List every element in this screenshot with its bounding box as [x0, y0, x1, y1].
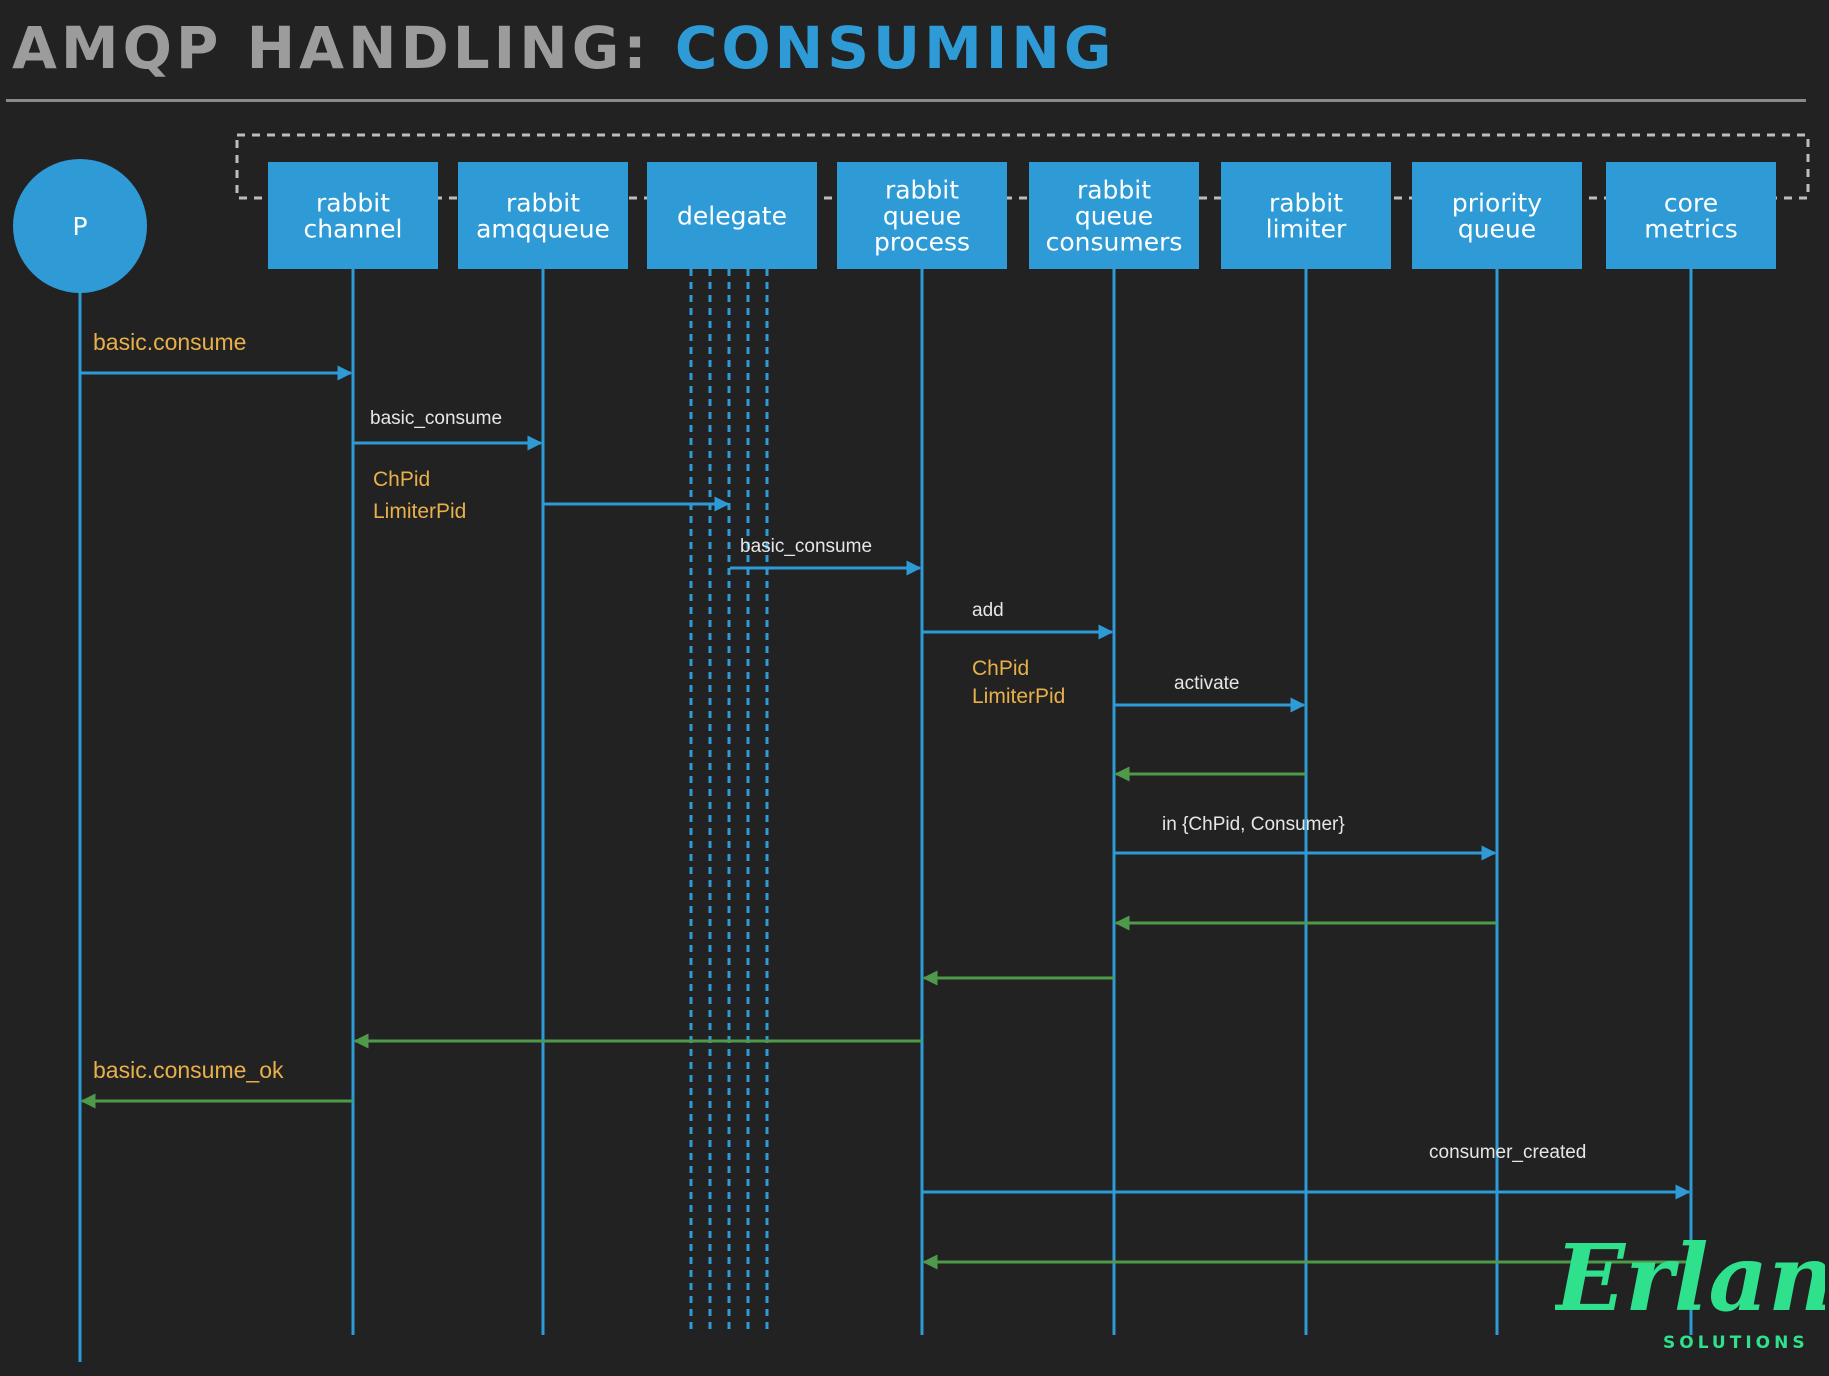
- lane-header-limiter: [1221, 162, 1391, 269]
- lane-label-amqqueue-1: rabbit: [506, 189, 580, 218]
- logo-subtitle: SOLUTIONS: [1663, 1333, 1809, 1353]
- logo-wordmark: Erlang: [1555, 1224, 1825, 1332]
- message-label-1: basic.consume: [93, 329, 246, 355]
- lane-label-priority_queue-1: priority: [1452, 189, 1542, 218]
- lane-label-core_metrics-1: core: [1664, 189, 1718, 218]
- lane-label-limiter-1: rabbit: [1269, 189, 1343, 218]
- lane-label-delegate-1: delegate: [677, 202, 787, 231]
- lane-label-amqqueue-2: amqqueue: [476, 215, 610, 244]
- lane-label-queue_consumers-2: queue: [1075, 202, 1153, 231]
- lane-label-queue_process-3: process: [874, 228, 970, 257]
- lane-header-delegate: [647, 162, 817, 269]
- lane-label-core_metrics-2: metrics: [1644, 215, 1738, 244]
- message-label-12: basic.consume_ok: [93, 1057, 284, 1083]
- lane-header-queue_process: [837, 162, 1007, 269]
- lane-label-queue_consumers-3: consumers: [1046, 228, 1183, 257]
- lane-label-limiter-2: limiter: [1266, 215, 1347, 244]
- lane-label-priority_queue-2: queue: [1458, 215, 1536, 244]
- message-label-5: add: [972, 600, 1004, 621]
- title-highlight: CONSUMING: [674, 14, 1116, 82]
- erlang-solutions-logo: Erlang SOLUTIONS: [1555, 1224, 1825, 1353]
- lane-label-queue_process-1: rabbit: [885, 176, 959, 205]
- lane-header-amqqueue: [458, 162, 628, 269]
- message-label-2: basic_consume: [370, 408, 502, 429]
- message-note-5-2: LimiterPid: [972, 685, 1065, 708]
- title-divider: [6, 99, 1806, 102]
- producer-node: [13, 159, 147, 293]
- message-label-4: basic_consume: [740, 536, 872, 557]
- message-note-2-2: LimiterPid: [373, 500, 466, 523]
- lane-header-priority_queue: [1412, 162, 1582, 269]
- lane-header-core_metrics: [1606, 162, 1776, 269]
- process-group-frame: [235, 133, 1810, 200]
- message-label-13: consumer_created: [1429, 1142, 1586, 1163]
- message-label-8: in {ChPid, Consumer}: [1162, 814, 1345, 835]
- message-note-5-1: ChPid: [972, 657, 1029, 680]
- lane-header-channel: [268, 162, 438, 269]
- lane-label-queue_process-2: queue: [883, 202, 961, 231]
- message-label-6: activate: [1174, 673, 1239, 694]
- lane-label-channel-2: channel: [304, 215, 403, 244]
- message-note-2-1: ChPid: [373, 468, 430, 491]
- producer-label: P: [72, 212, 87, 241]
- title-prefix: AMQP HANDLING:: [12, 14, 651, 82]
- lane-label-queue_consumers-1: rabbit: [1077, 176, 1151, 205]
- page-title: AMQP HANDLING: CONSUMING: [12, 14, 1116, 82]
- lane-label-channel-1: rabbit: [316, 189, 390, 218]
- lane-header-queue_consumers: [1029, 162, 1199, 269]
